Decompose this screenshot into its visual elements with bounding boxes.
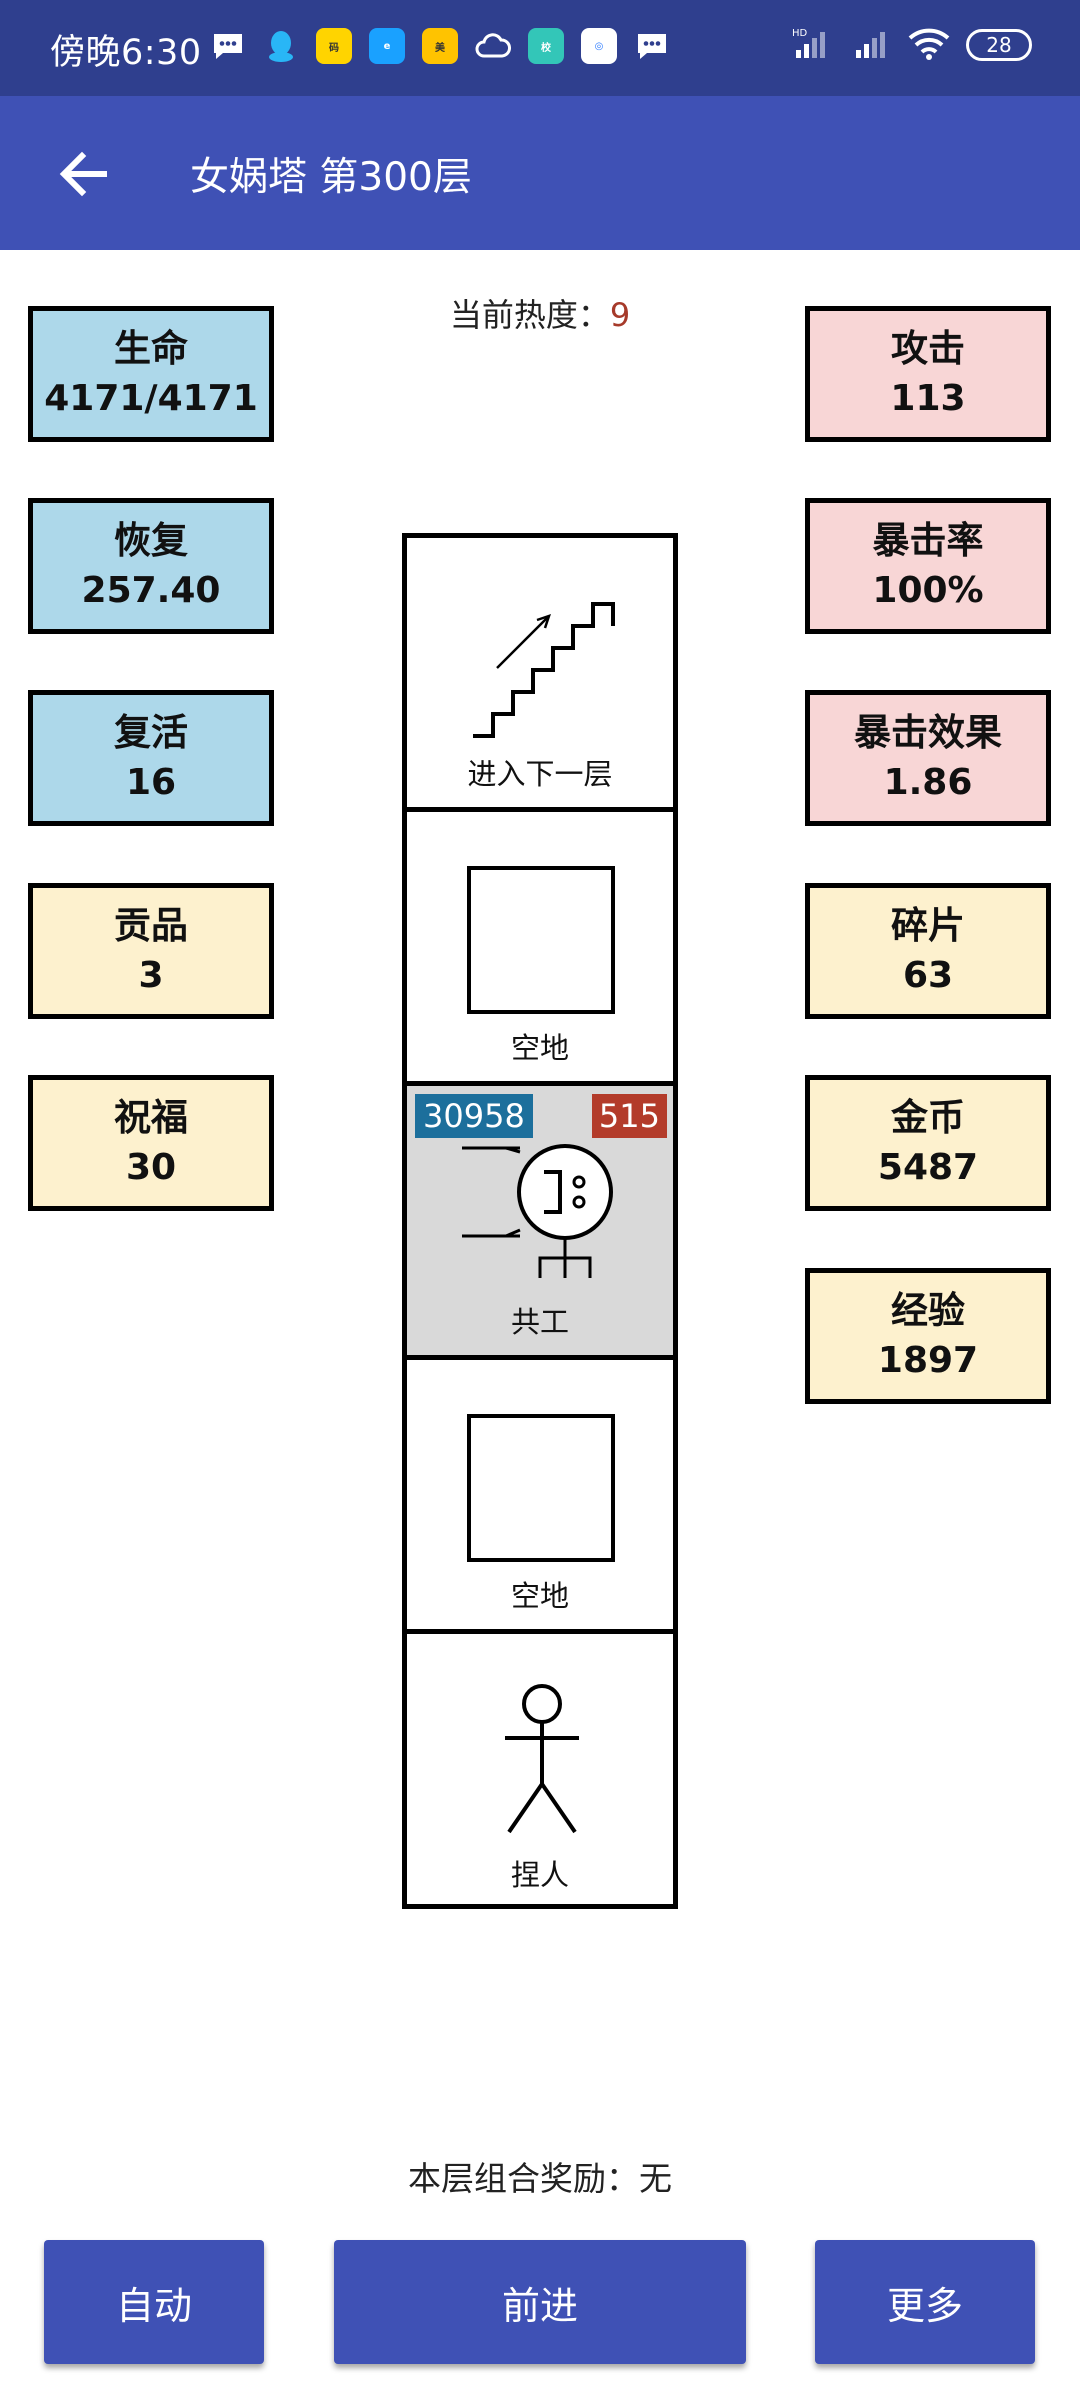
stick-figure-icon <box>505 1684 579 1834</box>
status-bar: 傍晚6:30 码 e 美 校 ◎ HD 28 <box>0 0 1080 96</box>
stat-value: 30 <box>125 1147 177 1188</box>
stat-crit-effect: 暴击效果 1.86 <box>805 690 1051 826</box>
stat-label: 贡品 <box>114 904 188 947</box>
battery-indicator: 28 <box>966 29 1032 61</box>
forward-button[interactable]: 前进 <box>334 2240 746 2364</box>
message-icon <box>634 28 670 64</box>
stat-gold: 金币 5487 <box>805 1075 1051 1211</box>
stat-label: 经验 <box>891 1289 965 1332</box>
app-icon: 校 <box>528 28 564 64</box>
stat-regen: 恢复 257.40 <box>28 498 274 634</box>
stat-attack: 攻击 113 <box>805 306 1051 442</box>
enemy-attack-badge: 515 <box>591 1094 667 1138</box>
reward-label: 本层组合奖励： <box>408 2159 639 2198</box>
stat-value: 1.86 <box>883 762 973 803</box>
stat-tribute: 贡品 3 <box>28 883 274 1019</box>
current-heat: 当前热度：9 <box>0 290 1080 336</box>
app-bar: 女娲塔 第300层 <box>0 96 1080 250</box>
tower-cell-player[interactable]: 捏人 <box>407 1634 673 1908</box>
heat-value: 9 <box>609 296 631 334</box>
signal-hd-icon: HD <box>792 26 836 64</box>
empty-square-icon <box>467 866 615 1014</box>
cell-label: 进入下一层 <box>467 757 613 791</box>
cloud-icon <box>475 28 511 64</box>
baidu-icon: ◎ <box>581 28 617 64</box>
floor-combo-reward: 本层组合奖励：无 <box>0 2152 1080 2200</box>
notification-icons: 码 e 美 校 ◎ <box>210 28 670 64</box>
stat-revive: 复活 16 <box>28 690 274 826</box>
stat-value: 1897 <box>877 1340 979 1381</box>
arrow-left-icon <box>59 151 107 197</box>
status-time: 傍晚6:30 <box>50 33 202 73</box>
auto-button[interactable]: 自动 <box>44 2240 264 2364</box>
app-icon: 码 <box>316 28 352 64</box>
empty-square-icon <box>467 1414 615 1562</box>
meituan-icon: 美 <box>422 28 458 64</box>
enemy-gonggong-icon <box>462 1144 613 1278</box>
heat-label: 当前热度： <box>449 296 610 334</box>
stat-label: 生命 <box>114 327 188 370</box>
tower-cell-enemy[interactable]: 30958 515 共工 <box>407 1086 673 1360</box>
more-button[interactable]: 更多 <box>815 2240 1035 2364</box>
stat-fragments: 碎片 63 <box>805 883 1051 1019</box>
stat-value: 63 <box>902 955 954 996</box>
signal-icon <box>852 26 892 64</box>
stat-value: 16 <box>125 762 177 803</box>
stat-label: 恢复 <box>114 519 188 562</box>
eleme-icon: e <box>369 28 405 64</box>
stat-value: 5487 <box>877 1147 979 1188</box>
stat-value: 113 <box>890 378 966 419</box>
page-title: 女娲塔 第300层 <box>190 155 472 200</box>
stat-value: 257.40 <box>81 570 221 611</box>
stat-label: 复活 <box>114 711 188 754</box>
stat-label: 暴击效果 <box>854 711 1002 754</box>
stat-label: 攻击 <box>891 327 965 370</box>
tower-cell-stairs[interactable]: 进入下一层 <box>407 538 673 812</box>
stat-value: 4171/4171 <box>44 378 258 419</box>
tower-column: 进入下一层 空地 30958 515 共工 空地 捏人 <box>402 533 678 1909</box>
tower-cell-empty[interactable]: 空地 <box>407 1360 673 1634</box>
back-button[interactable] <box>44 134 124 214</box>
message-icon <box>210 28 246 64</box>
cell-label: 共工 <box>510 1305 569 1339</box>
stairs-icon <box>473 602 615 738</box>
qq-icon <box>263 28 299 64</box>
stat-label: 祝福 <box>114 1096 188 1139</box>
stat-value: 100% <box>872 570 984 611</box>
system-icons: HD 28 <box>792 26 1032 64</box>
stat-hp: 生命 4171/4171 <box>28 306 274 442</box>
cell-label: 空地 <box>510 1031 569 1065</box>
wifi-icon <box>908 26 950 64</box>
stat-crit-rate: 暴击率 100% <box>805 498 1051 634</box>
cell-label: 捏人 <box>510 1858 569 1892</box>
cell-label: 空地 <box>510 1579 569 1613</box>
stat-label: 暴击率 <box>872 519 984 562</box>
stat-experience: 经验 1897 <box>805 1268 1051 1404</box>
reward-value: 无 <box>639 2159 672 2198</box>
stat-value: 3 <box>138 955 164 996</box>
svg-text:HD: HD <box>792 28 808 39</box>
stat-label: 金币 <box>891 1096 965 1139</box>
stat-label: 碎片 <box>891 904 965 947</box>
stat-blessing: 祝福 30 <box>28 1075 274 1211</box>
tower-cell-empty[interactable]: 空地 <box>407 812 673 1086</box>
enemy-hp-badge: 30958 <box>415 1094 533 1138</box>
